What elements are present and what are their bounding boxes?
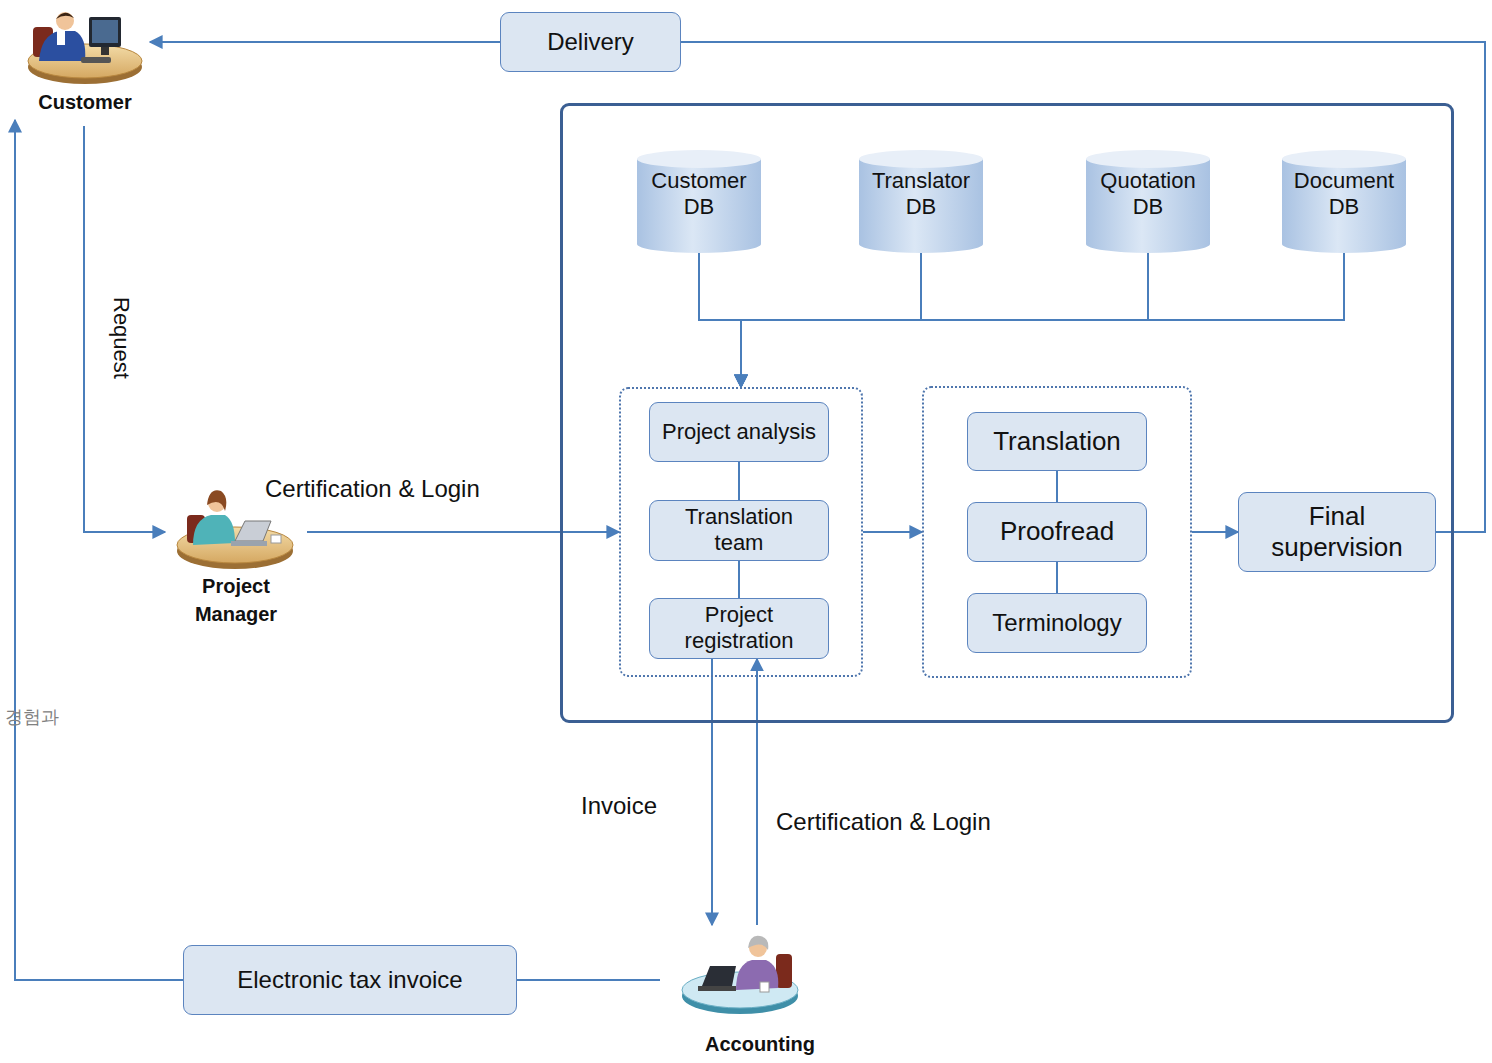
edge-label: Certification & Login: [773, 808, 994, 837]
accounting-icon: [682, 936, 798, 1014]
customer-icon: [28, 12, 142, 84]
box-label: Project analysis: [662, 419, 816, 445]
actor-name: Project Manager: [175, 572, 297, 628]
database-cylinder: Customer DB: [637, 150, 761, 253]
box-label: Terminology: [992, 609, 1121, 638]
connector: [1192, 531, 1238, 533]
connector: [738, 561, 740, 598]
connector: [517, 979, 660, 981]
box-label: Customer DB: [641, 168, 757, 221]
box-label: Translation team: [658, 504, 820, 557]
process-box: Project analysis: [649, 402, 829, 462]
connector: [699, 253, 741, 387]
box-label: Quotation DB: [1090, 168, 1206, 221]
box-label: Electronic tax invoice: [237, 966, 462, 995]
connector: [863, 531, 922, 533]
group-box: Project analysisTranslation teamProject …: [619, 387, 863, 677]
process-box: Delivery: [500, 12, 681, 72]
database-cylinder: Quotation DB: [1086, 150, 1210, 253]
actor: Customer: [20, 0, 150, 118]
box-label: Project registration: [658, 602, 820, 655]
edge-label: Request: [108, 294, 134, 382]
process-box: Translation: [967, 412, 1147, 471]
actor: Accounting: [660, 925, 860, 1060]
box-label: Proofread: [1000, 516, 1114, 547]
connector: [84, 126, 165, 532]
process-box: Translation team: [649, 500, 829, 561]
actor-name: Customer: [38, 88, 131, 116]
box-label: Document DB: [1286, 168, 1402, 221]
box-label: Delivery: [547, 28, 634, 57]
connector: [741, 253, 1344, 387]
edge-label: Certification & Login: [262, 475, 483, 504]
process-box: Terminology: [967, 593, 1147, 653]
process-box: Proofread: [967, 502, 1147, 562]
database-cylinder: Translator DB: [859, 150, 983, 253]
database-cylinder: Document DB: [1282, 150, 1406, 253]
connector: [711, 659, 713, 925]
process-box: Project registration: [649, 598, 829, 659]
connector: [738, 462, 740, 500]
connector: [1056, 471, 1058, 502]
box-label: Translation: [993, 426, 1121, 457]
edge-label: Invoice: [578, 792, 660, 821]
connector: [15, 120, 183, 980]
connector: [150, 41, 500, 43]
process-box: Electronic tax invoice: [183, 945, 517, 1015]
connector: [756, 659, 758, 925]
group-box: TranslationProofreadTerminology: [922, 386, 1192, 678]
actor-name: Accounting: [705, 1030, 815, 1058]
process-box: Final supervision: [1238, 492, 1436, 572]
system-frame: Customer DB Translator DB Quotation DB Docu…: [560, 103, 1454, 723]
connector: [307, 531, 619, 533]
box-label: Translator DB: [863, 168, 979, 221]
watermark-text: 경험과: [2, 707, 62, 729]
connector: [1056, 562, 1058, 593]
box-label: Final supervision: [1247, 501, 1427, 563]
